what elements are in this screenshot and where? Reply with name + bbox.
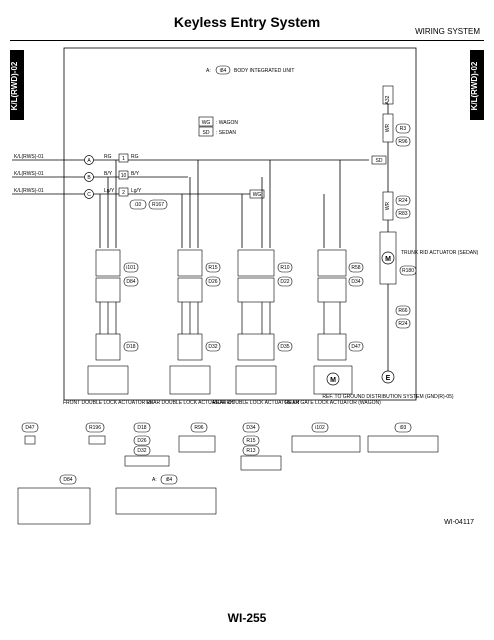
- legend: WG : WAGON SD : SEDAN: [198, 116, 238, 137]
- input-c-pin: 2: [122, 190, 125, 196]
- input-b-color-1: B/Y: [104, 171, 113, 177]
- right-r83-conn: R83: [398, 211, 407, 217]
- bottom-group-r15: R15: [246, 438, 255, 444]
- input-a-letter: A: [87, 158, 91, 164]
- section-title: WIRING SYSTEM: [415, 27, 480, 36]
- ground-icon: [381, 370, 395, 384]
- bottom-d18: D18: [137, 425, 146, 431]
- actuator-rr-label: REAR DOUBLE LOCK ACTUATOR RH: [146, 400, 234, 406]
- wagon-tag: WG: [249, 189, 265, 199]
- trunk-motor-icon: [381, 251, 395, 265]
- bottom-d84: D84: [63, 477, 72, 483]
- joint-r167: R167: [152, 202, 164, 208]
- legend-value-wagon: : WAGON: [216, 120, 238, 126]
- right-top-1: A32: [385, 95, 391, 104]
- side-tab-left-label: K/L(RWD)-02: [10, 61, 19, 110]
- right-r3-1: WR: [385, 123, 391, 132]
- bottom-i102: i102: [315, 425, 325, 431]
- actuator-rl-conn-1: R10: [280, 265, 289, 271]
- actuator-gate-conn-3: D47: [351, 344, 360, 350]
- actuator-rr-conn-1: R15: [208, 265, 217, 271]
- bottom-d47: D47: [25, 425, 34, 431]
- input-a: K/L(RWS)-01 A RG 1 RG: [14, 153, 139, 165]
- bottom-group-d32: D32: [137, 448, 146, 454]
- input-a-pin: 1: [122, 156, 125, 162]
- right-r24b-conn: R24: [398, 321, 407, 327]
- legend-value-sedan: : SEDAN: [216, 130, 236, 136]
- svg-text:M: M: [385, 256, 391, 263]
- input-b-pin: 10: [121, 173, 127, 179]
- input-a-color-1: RG: [104, 154, 112, 160]
- bottom-group-d26: D26: [137, 438, 146, 444]
- actuator-rr-conn-2: D26: [208, 279, 217, 285]
- input-a-color-2: RG: [131, 154, 139, 160]
- actuator-rl: R10 D22 D35 REAR DOUBLE LOCK ACTUATOR LH: [213, 249, 300, 406]
- right-sd: SD: [376, 158, 383, 164]
- input-b-color-2: B/Y: [131, 171, 140, 177]
- input-c-color-1: Lg/Y: [104, 188, 115, 194]
- input-b-letter: B: [87, 175, 91, 181]
- actuator-rr: R15 D26 D32 REAR DOUBLE LOCK ACTUATOR RH: [146, 249, 234, 406]
- bottom-a-prefix: A:: [152, 477, 157, 483]
- right-r66-conn: R66: [398, 308, 407, 314]
- input-c-label: K/L(RWS)-01: [14, 188, 44, 194]
- actuator-rl-conn-2: D22: [280, 279, 289, 285]
- bottom-i93: i93: [400, 425, 407, 431]
- input-c-color-2: Lg/Y: [131, 188, 142, 194]
- joint-connectors: i10 R167: [129, 199, 168, 210]
- right-r24-conn: R24: [398, 198, 407, 204]
- trunk-conn: R180: [402, 268, 414, 274]
- bottom-group-r13: R13: [246, 448, 255, 454]
- actuator-fl-conn-1: i101: [126, 265, 136, 271]
- right-r3-conn: R3: [400, 126, 407, 132]
- input-a-label: K/L(RWS)-01: [14, 154, 44, 160]
- actuator-gate: M R58 D34 D47 REAR GATE LOCK ACTUATOR (W…: [285, 249, 381, 406]
- bcm-connector: i84: [220, 68, 227, 74]
- right-r96-conn: R96: [398, 139, 407, 145]
- bcm-outline: [63, 47, 417, 401]
- bottom-i84: i84: [166, 477, 173, 483]
- right-path: A32 WR R3 R96 SD WR R24 R83 M TRUNK RID …: [322, 85, 479, 400]
- diagram-title: Keyless Entry System: [173, 14, 321, 30]
- input-b: K/L(RWS)-01 B B/Y 10 B/Y: [14, 170, 140, 182]
- actuator-fl-conn-3: D18: [126, 344, 135, 350]
- actuator-rr-conn-3: D32: [208, 344, 217, 350]
- input-c: K/L(RWS)-01 C Lg/Y 2 Lg/Y: [14, 187, 142, 199]
- actuator-wires: [99, 160, 341, 248]
- gate-motor-icon: [326, 372, 340, 386]
- trunk-label: TRUNK RID ACTUATOR (SEDAN): [401, 250, 479, 256]
- bcm-label: BODY INTEGRATED UNIT: [234, 68, 294, 74]
- side-tab-left: K/L(RWD)-02: [10, 50, 24, 120]
- header-rule: [10, 40, 484, 41]
- bottom-d34: D34: [246, 425, 255, 431]
- svg-text:M: M: [330, 377, 336, 384]
- page-number: WI-255: [227, 611, 267, 625]
- actuator-fl: i101 D84 D18 FRONT DOUBLE LOCK ACTUATOR …: [63, 249, 153, 406]
- side-tab-right-label: K/L(RWD)-02: [470, 61, 479, 110]
- bcm-prefix: A:: [206, 68, 211, 74]
- bottom-r196: R196: [89, 425, 101, 431]
- actuator-rl-conn-3: D35: [280, 344, 289, 350]
- input-c-letter: C: [87, 192, 91, 198]
- actuator-fl-conn-2: D84: [126, 279, 135, 285]
- actuator-fl-label: FRONT DOUBLE LOCK ACTUATOR LH: [63, 400, 153, 406]
- legend-key-sedan: SD: [203, 130, 210, 136]
- actuator-rl-label: REAR DOUBLE LOCK ACTUATOR LH: [213, 400, 300, 406]
- side-tab-right: K/L(RWD)-02: [470, 50, 484, 120]
- ground-letter: E: [386, 375, 391, 382]
- legend-key-wagon: WG: [202, 120, 211, 126]
- ground-label: REF. TO GROUND DISTRIBUTION SYSTEM (GND(…: [322, 394, 454, 400]
- actuator-gate-conn-1: R58: [351, 265, 360, 271]
- svg-text:WG: WG: [253, 192, 262, 198]
- bottom-connectors: D47 R196 D18 R96 D34 i102 i93 D84 A: i84: [17, 422, 439, 525]
- actuator-gate-label: REAR GATE LOCK ACTUATOR (WAGON): [285, 400, 381, 406]
- right-r24-1: WR: [385, 201, 391, 210]
- figure-code: WI-04117: [444, 519, 474, 526]
- bottom-r96: R96: [194, 425, 203, 431]
- actuator-gate-conn-2: D34: [351, 279, 360, 285]
- input-b-label: K/L(RWS)-01: [14, 171, 44, 177]
- joint-i10: i10: [135, 202, 142, 208]
